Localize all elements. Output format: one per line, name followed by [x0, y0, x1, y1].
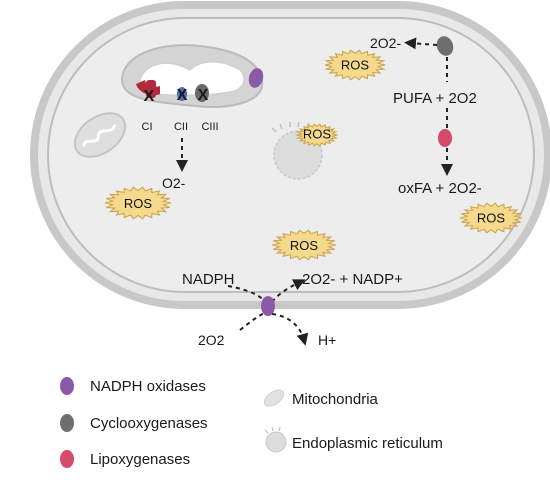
oxfa-label: oxFA + 2O2- — [398, 180, 482, 197]
ros-starburst-icon — [104, 186, 172, 220]
legend-nadph-oxidase-icon — [60, 377, 74, 395]
complex-ii-label: CII — [174, 121, 188, 133]
ros-starburst-icon — [324, 49, 386, 81]
complex-ii-icon — [177, 87, 187, 101]
ros-burst-er: ROS — [295, 123, 339, 147]
ros-starburst-icon — [459, 202, 523, 234]
legend-mitochondria-icon — [263, 389, 285, 407]
nadph-label: NADPH — [182, 271, 235, 288]
ros-starburst-icon — [295, 123, 339, 147]
ros-label: ROS — [303, 127, 332, 142]
complex-i-icon — [136, 80, 160, 98]
complex-i-mark: X — [144, 88, 155, 105]
legend-lipoxygenases: Lipoxygenases — [90, 451, 190, 468]
o2-input-label: 2O2 — [198, 332, 225, 348]
legend-er-icon — [264, 426, 287, 453]
ros-label: ROS — [290, 238, 319, 253]
ros-label: ROS — [477, 211, 506, 226]
legend-lipoxygenase-icon — [60, 450, 74, 468]
complex-ii-mark: X — [177, 87, 188, 104]
mitochondrion-small — [73, 112, 127, 158]
ros-label: ROS — [124, 196, 153, 211]
superoxide-mito-label: O2- — [162, 175, 186, 191]
pufa-label: PUFA + 2O2 — [393, 90, 477, 107]
complex-iii-label: CIII — [201, 121, 218, 133]
ros-starburst-icon — [271, 229, 337, 261]
complex-i-label: CI — [142, 121, 153, 133]
ros-burst-top: ROS — [324, 49, 386, 81]
proton-label: H+ — [318, 332, 336, 348]
cyclooxygenase-icon — [436, 36, 454, 56]
legend-endoplasmic-reticulum: Endoplasmic reticulum — [292, 435, 443, 452]
complex-iii-icon — [195, 84, 209, 102]
legend-nadph-oxidases: NADPH oxidases — [90, 378, 206, 395]
lipoxygenase-icon — [438, 129, 452, 147]
legend-mitochondria: Mitochondria — [292, 391, 379, 408]
legend-cyclooxygenases: Cyclooxygenases — [90, 415, 208, 432]
nadph-oxidase-mito-icon — [248, 68, 264, 88]
complex-iii-mark: X — [198, 87, 209, 104]
ros-burst-right: ROS — [459, 202, 523, 234]
nadp-output-label: 2O2- + NADP+ — [302, 271, 403, 288]
ros-burst-mito: ROS — [104, 186, 172, 220]
legend-cyclooxygenase-icon — [60, 414, 74, 432]
nadph-oxidase-membrane-icon — [261, 296, 275, 316]
ros-burst-nadph: ROS — [271, 229, 337, 261]
ros-label: ROS — [341, 58, 370, 73]
superoxide-top-label: 2O2- — [370, 35, 401, 51]
